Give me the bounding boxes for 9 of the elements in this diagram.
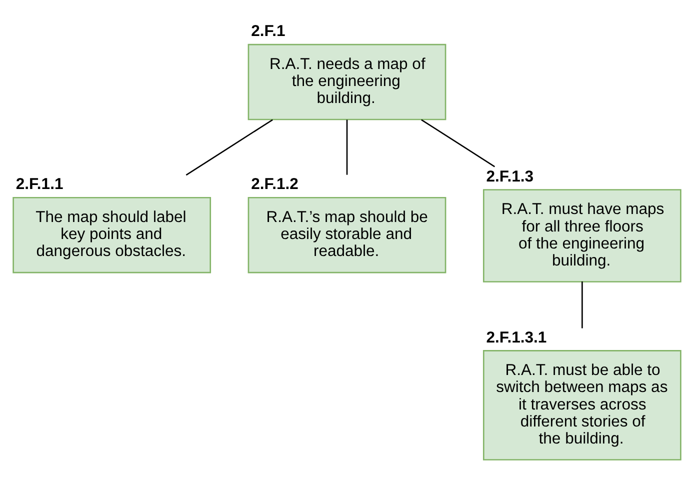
connector bbox=[186, 118, 273, 176]
connector bbox=[582, 280, 583, 328]
node-label: 2.F.1.3.1 bbox=[486, 328, 547, 346]
connector bbox=[421, 118, 496, 167]
connector bbox=[346, 119, 348, 174]
node-label: 2.F.1 bbox=[251, 22, 286, 40]
node-label: 2.F.1.2 bbox=[251, 176, 298, 193]
node-label: 2.F.1.1 bbox=[16, 176, 64, 193]
node-label: 2.F.1.3 bbox=[486, 168, 534, 185]
